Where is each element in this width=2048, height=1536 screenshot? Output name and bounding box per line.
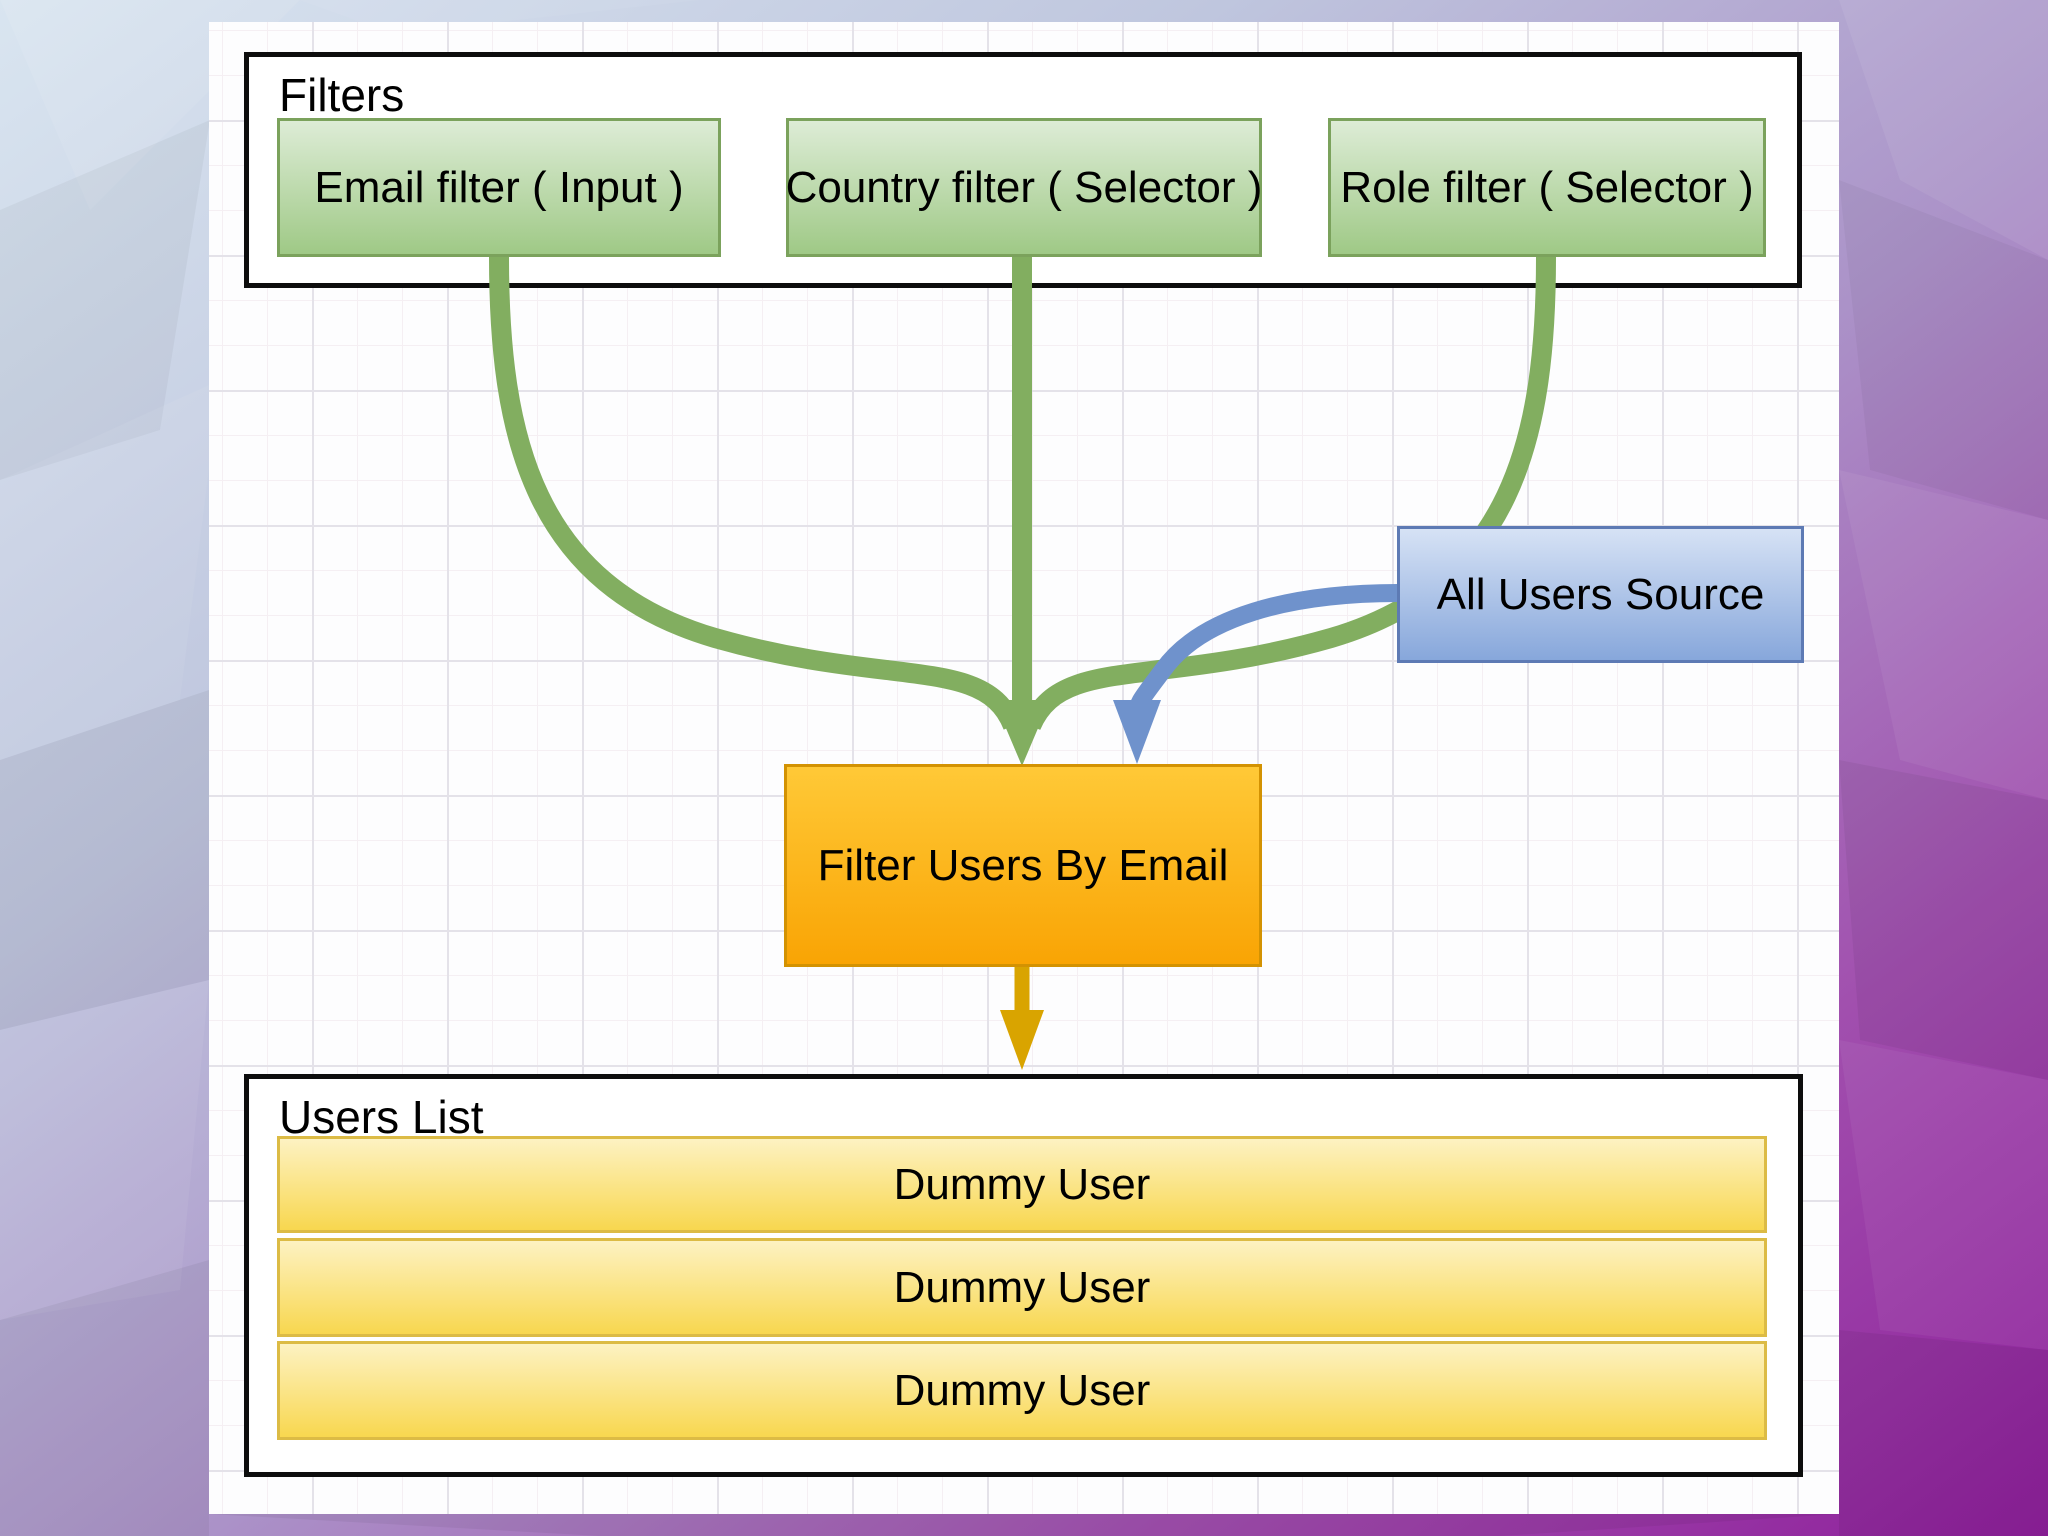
users-list-group-title: Users List [279,1091,484,1143]
node-country-filter-label: Country filter ( Selector ) [785,162,1263,212]
user-row: Dummy User [277,1238,1767,1337]
node-role-filter: Role filter ( Selector ) [1328,118,1766,257]
user-row: Dummy User [277,1341,1767,1440]
node-filter-users-by-email-label: Filter Users By Email [817,840,1229,890]
node-all-users-source-label: All Users Source [1436,569,1765,619]
node-country-filter: Country filter ( Selector ) [786,118,1262,257]
node-email-filter-label: Email filter ( Input ) [314,162,684,212]
filters-group-title: Filters [279,69,405,121]
node-role-filter-label: Role filter ( Selector ) [1340,162,1754,212]
node-email-filter: Email filter ( Input ) [277,118,721,257]
user-row-label: Dummy User [893,1262,1151,1312]
user-row: Dummy User [277,1136,1767,1233]
node-filter-users-by-email: Filter Users By Email [784,764,1262,967]
node-all-users-source: All Users Source [1397,526,1804,663]
user-row-label: Dummy User [893,1365,1151,1415]
user-row-label: Dummy User [893,1159,1151,1209]
